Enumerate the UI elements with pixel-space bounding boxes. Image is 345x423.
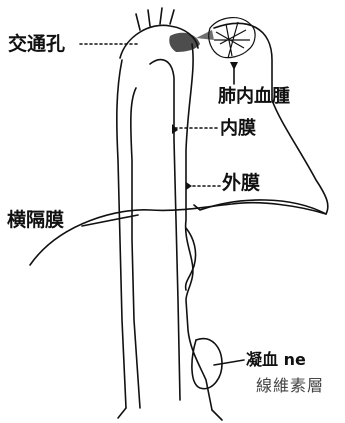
bottom-leg-right xyxy=(212,410,222,420)
label-naimaku: 内膜 xyxy=(220,120,256,138)
bottom-leg-left xyxy=(118,408,126,418)
label-gyoketsu: 凝血 ne xyxy=(246,352,306,368)
arch-dissection-shading xyxy=(169,30,214,52)
aorta-left-wall xyxy=(117,60,126,408)
label-tsuko-ko: 交通孔 xyxy=(8,35,65,54)
label-oukaku-maku: 横隔膜 xyxy=(7,211,64,230)
arch-branch-2 xyxy=(148,10,150,26)
arch-branch-4 xyxy=(170,10,174,24)
diaphragm-curve xyxy=(30,203,326,265)
label-gaimaku: 外膜 xyxy=(222,174,260,193)
pointer-gyoketsu xyxy=(214,360,244,365)
label-sen-i-so: 線維素層 xyxy=(256,378,324,394)
arch-branch-1 xyxy=(136,14,140,30)
intima-line xyxy=(150,60,180,400)
arch-branch-3 xyxy=(160,8,162,24)
adventitia-line xyxy=(186,44,212,410)
aorta-inner-wall xyxy=(131,88,140,408)
label-hainai-kesshu: 肺内血腫 xyxy=(218,88,290,106)
